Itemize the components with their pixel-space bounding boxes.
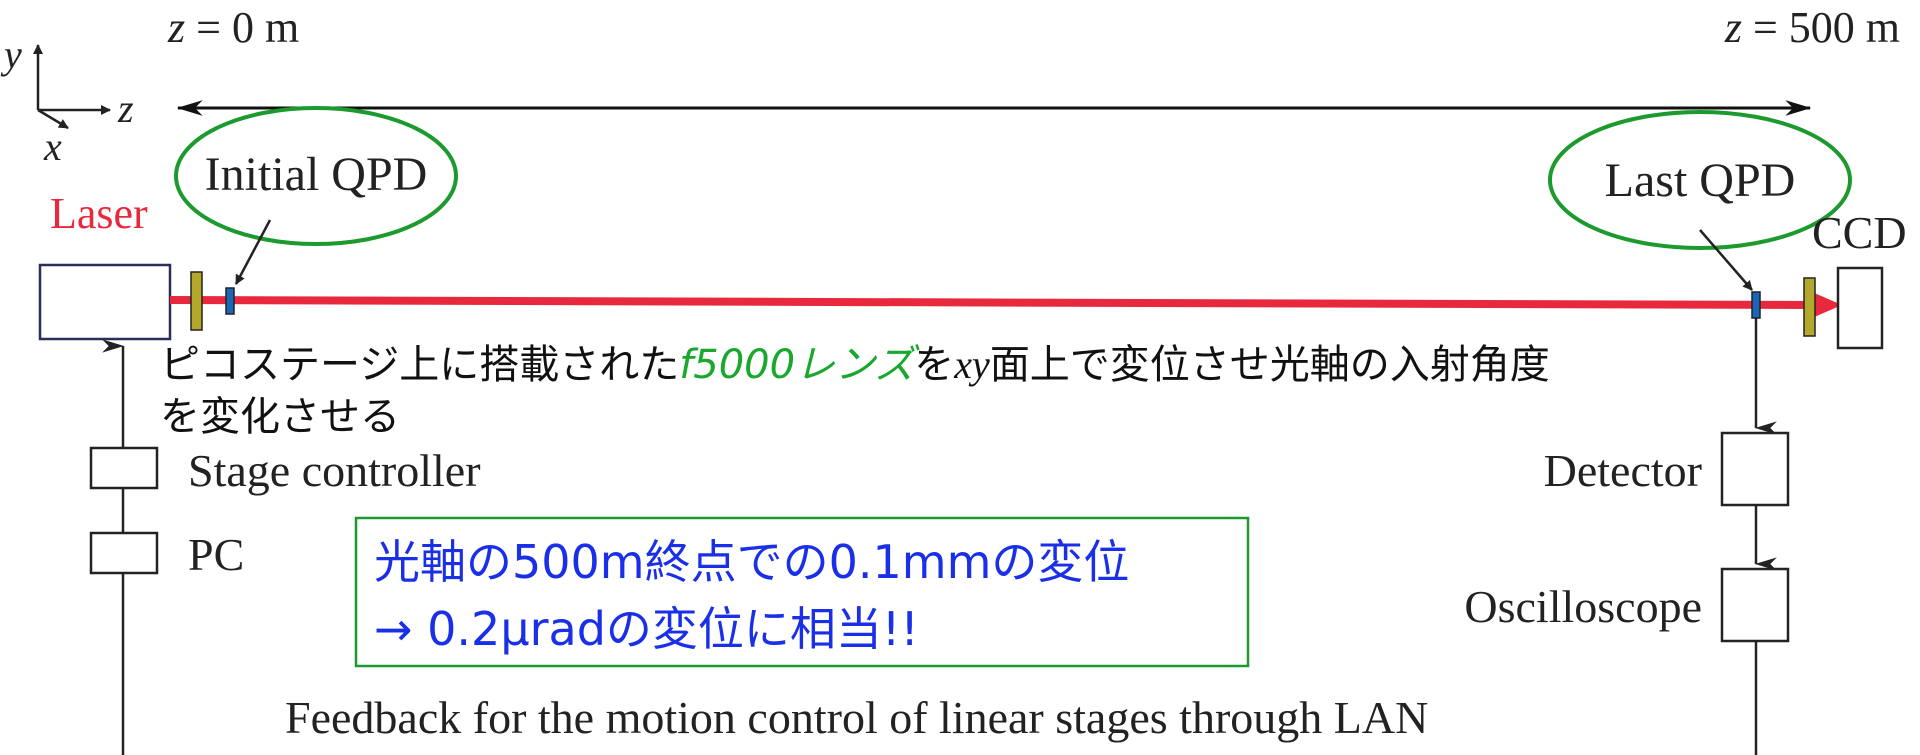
distance-start-var: z xyxy=(167,3,185,52)
lens-note-part1: ピコステージ上に搭載された xyxy=(160,342,679,388)
pc-box xyxy=(89,531,159,575)
stage-controller-label: Stage controller xyxy=(188,445,481,496)
last-qpd-ellipse xyxy=(1548,110,1852,250)
distance-start-value: = 0 m xyxy=(185,3,299,52)
distance-end-value: = 500 m xyxy=(1742,3,1900,52)
callout-line2: → 0.2μradの変位に相当!! xyxy=(374,602,919,656)
oscilloscope-box xyxy=(1720,567,1790,643)
distance-start-label: z = 0 m xyxy=(167,3,299,52)
distance-end-label: z = 500 m xyxy=(1724,3,1900,52)
callout-box xyxy=(354,516,1250,668)
pc-label: PC xyxy=(188,529,244,580)
laser-beam xyxy=(169,296,1816,309)
laser-box xyxy=(38,263,172,341)
z-axis-label: z xyxy=(117,86,134,131)
x-axis-line xyxy=(37,108,69,130)
initial-qpd-sensor xyxy=(225,287,235,315)
last-filter xyxy=(1803,277,1816,337)
distance-end-var: z xyxy=(1724,3,1742,52)
lens-note-part2: を xyxy=(914,342,954,388)
y-axis-label: y xyxy=(0,32,22,77)
initial-filter xyxy=(190,271,203,331)
lens-name: f5000レンズ xyxy=(679,342,920,388)
coordinate-axes: y z x xyxy=(0,32,134,169)
x-axis-label: x xyxy=(43,124,62,169)
feedback-caption: Feedback for the motion control of linea… xyxy=(285,692,1428,743)
detector-box xyxy=(1720,431,1790,507)
lens-note-part3: 面上で変位させ光軸の入射角度 xyxy=(990,342,1550,388)
initial-qpd-label: Initial QPD xyxy=(205,148,428,201)
lens-note-line1: ピコステージ上に搭載されたf5000レンズをxy面上で変位させ光軸の入射角度 xyxy=(160,342,1550,388)
xy-plane-label: xy xyxy=(953,342,990,387)
initial-qpd-pointer xyxy=(234,219,272,285)
detector-label: Detector xyxy=(1544,445,1702,496)
stage-controller-box xyxy=(89,446,159,490)
lens-note-line2: を変化させる xyxy=(160,394,400,440)
last-qpd-label: Last QPD xyxy=(1605,154,1796,207)
last-qpd-sensor xyxy=(1751,291,1761,319)
initial-qpd-ellipse xyxy=(174,106,458,246)
oscilloscope-label: Oscilloscope xyxy=(1464,581,1702,632)
callout-line1: 光軸の500m終点での0.1mmの変位 xyxy=(374,535,1129,589)
laser-beam-arrowhead xyxy=(1812,292,1842,318)
last-qpd-pointer xyxy=(1699,229,1753,291)
ccd-label: CCD xyxy=(1812,207,1907,258)
ccd-box xyxy=(1836,266,1884,350)
laser-label: Laser xyxy=(50,189,148,238)
